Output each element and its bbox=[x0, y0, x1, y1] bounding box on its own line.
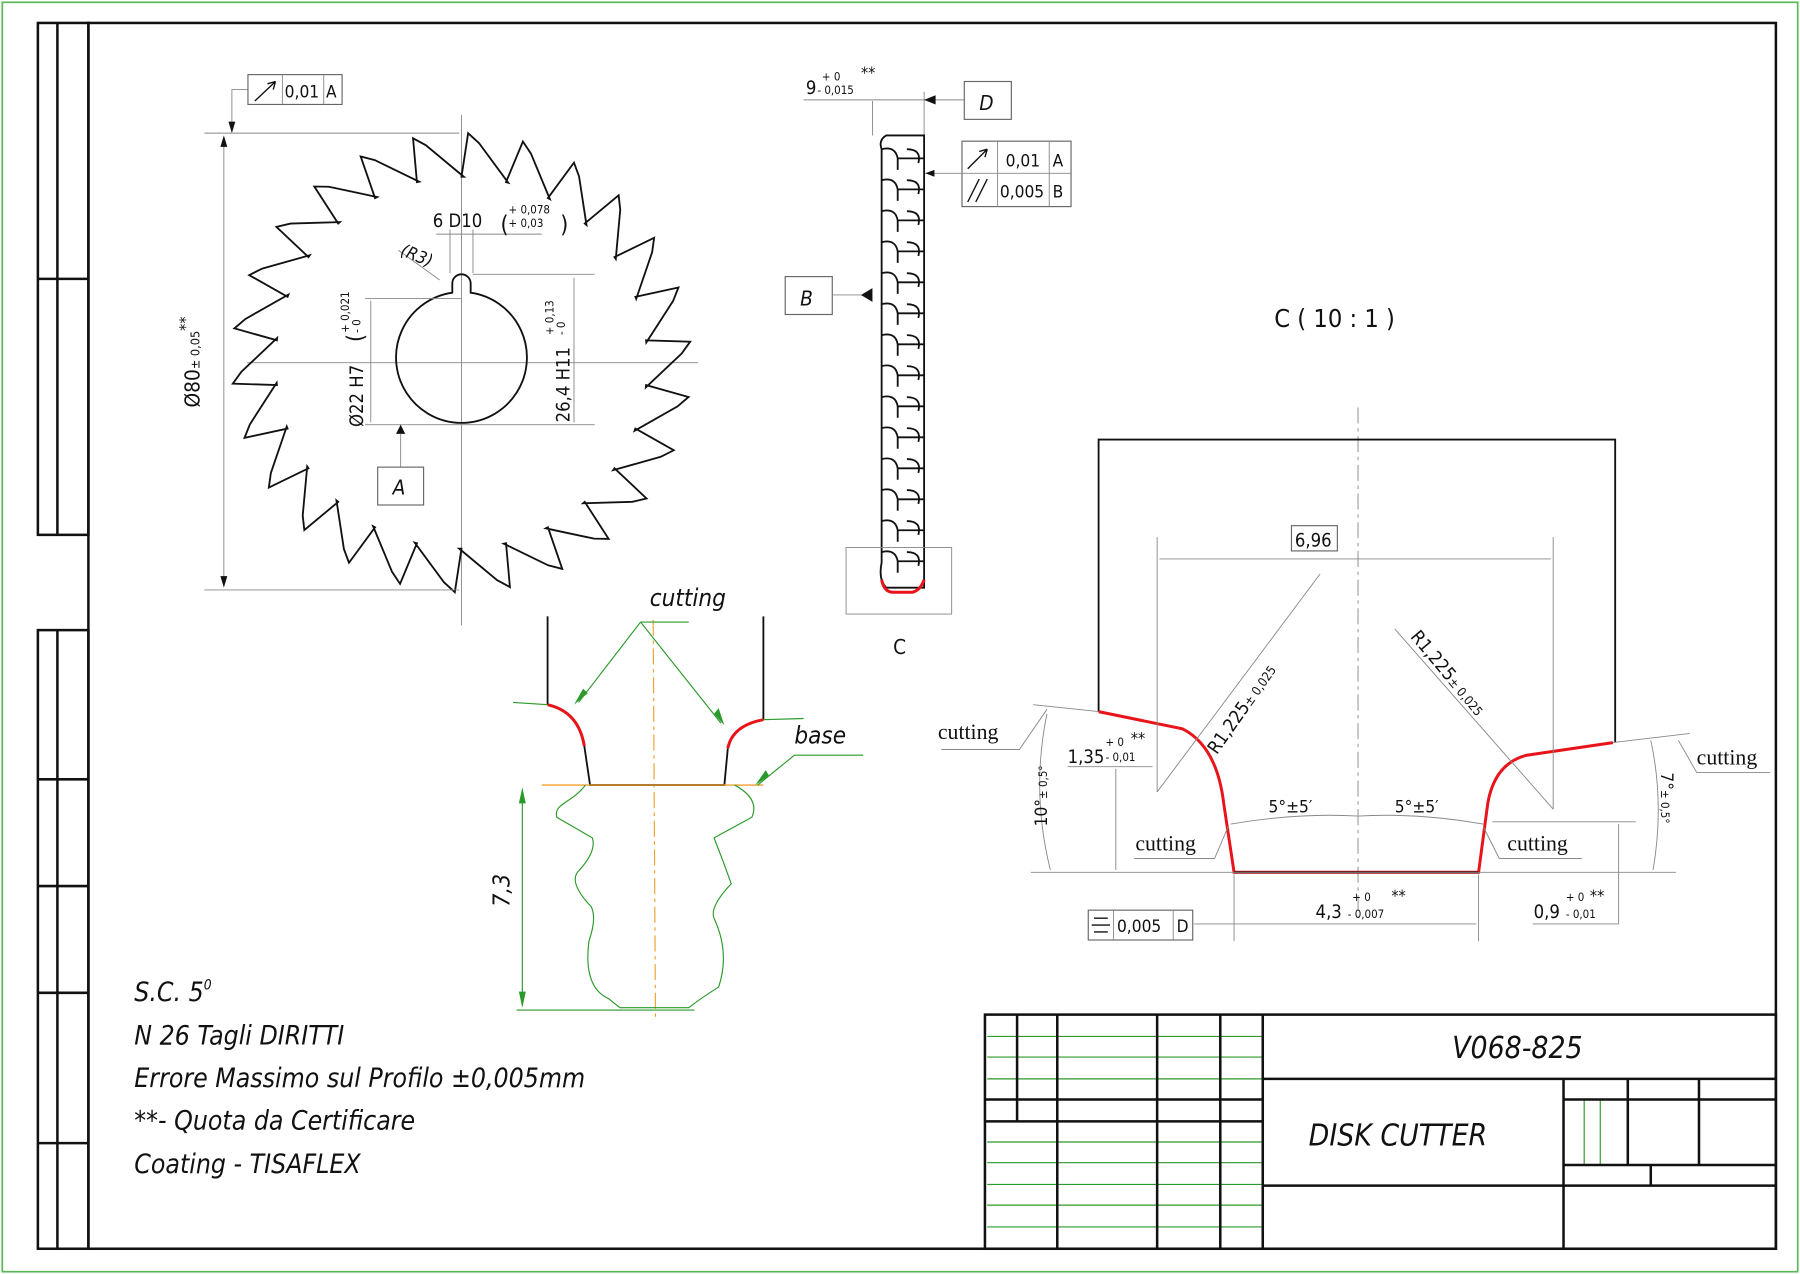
svg-text:+ 0,03: + 0,03 bbox=[509, 216, 544, 230]
svg-text:**: ** bbox=[1391, 886, 1405, 905]
detail-title: C ( 10 : 1 ) bbox=[1274, 304, 1395, 333]
side-view-tooth bbox=[881, 364, 925, 387]
svg-text:Errore Massimo sul Profilo ±0,: Errore Massimo sul Profilo ±0,005mm bbox=[134, 1063, 585, 1094]
side-view-tooth bbox=[881, 178, 925, 201]
datum-a-label: A bbox=[392, 476, 406, 500]
svg-text:7,3: 7,3 bbox=[490, 874, 516, 907]
side-view-tooth bbox=[881, 240, 925, 263]
svg-text:cutting: cutting bbox=[650, 584, 726, 612]
detail-c-label: C bbox=[893, 635, 906, 659]
svg-text:0,01: 0,01 bbox=[1006, 151, 1040, 171]
svg-text:base: base bbox=[794, 722, 846, 750]
side-view-tooth bbox=[881, 395, 925, 418]
svg-text:+ 0,13: + 0,13 bbox=[542, 300, 556, 335]
drawing-title: DISK CUTTER bbox=[1309, 1118, 1488, 1153]
side-view-tooth bbox=[881, 333, 925, 356]
svg-text:cutting: cutting bbox=[1135, 831, 1196, 855]
svg-text:**: ** bbox=[1131, 729, 1145, 748]
runout-tolerance-frame: 0,01 A bbox=[228, 74, 343, 134]
svg-text:): ) bbox=[560, 212, 568, 238]
svg-text:- 0,01: - 0,01 bbox=[1105, 750, 1135, 764]
svg-text:cutting: cutting bbox=[938, 720, 999, 744]
svg-text:B: B bbox=[1053, 182, 1064, 202]
svg-text:- 0: - 0 bbox=[349, 319, 363, 333]
svg-text:+ 0,078: + 0,078 bbox=[509, 202, 550, 216]
svg-text:N 26 Tagli DIRITTI: N 26 Tagli DIRITTI bbox=[134, 1020, 344, 1051]
svg-text:A: A bbox=[1053, 151, 1064, 171]
svg-text:5°±5′: 5°±5′ bbox=[1395, 798, 1439, 818]
gear-outline bbox=[231, 131, 692, 594]
side-view-tooth bbox=[881, 519, 925, 542]
side-view-tooth bbox=[881, 302, 925, 325]
svg-text:- 0: - 0 bbox=[554, 322, 568, 336]
outer-diameter-dimension: Ø80± 0,05** bbox=[176, 316, 205, 407]
profile-sketch: cutting base 7,3 bbox=[490, 584, 864, 1022]
runout-arrow-icon bbox=[967, 148, 988, 170]
svg-text:4,3: 4,3 bbox=[1316, 902, 1342, 923]
svg-text:Coating - TISAFLEX: Coating - TISAFLEX bbox=[134, 1149, 361, 1180]
side-tolerance-frame: 0,01 A 0,005 B bbox=[925, 140, 1072, 208]
svg-text:cutting: cutting bbox=[1697, 745, 1758, 769]
side-view-tooth bbox=[881, 457, 925, 480]
svg-text:R1,225± 0,025: R1,225± 0,025 bbox=[1204, 661, 1281, 758]
svg-text:+ 0: + 0 bbox=[1566, 890, 1585, 904]
svg-text:0,005: 0,005 bbox=[1000, 182, 1044, 202]
side-view-tooth bbox=[881, 209, 925, 232]
symmetry-icon bbox=[1091, 917, 1111, 933]
svg-text:5°±5′: 5°±5′ bbox=[1268, 798, 1312, 818]
svg-text:+ 0,021: + 0,021 bbox=[338, 291, 352, 332]
side-view-tooth bbox=[881, 271, 925, 294]
svg-text:9: 9 bbox=[806, 78, 817, 99]
svg-text:**: ** bbox=[861, 63, 875, 82]
svg-text:0,005: 0,005 bbox=[1117, 917, 1161, 937]
drawing-number: V068-825 bbox=[1452, 1031, 1582, 1066]
side-view: 9 + 0 - 0,015 ** D 0,01 A 0,005 B B C bbox=[784, 63, 1072, 659]
svg-text:**- Quota da Certificare: **- Quota da Certificare bbox=[134, 1105, 415, 1136]
svg-text:0,01: 0,01 bbox=[285, 83, 319, 103]
svg-text:+ 0: + 0 bbox=[1352, 890, 1371, 904]
svg-text:- 0,007: - 0,007 bbox=[1348, 907, 1385, 921]
svg-text:D: D bbox=[1177, 917, 1189, 937]
svg-text:S.C. 50: S.C. 50 bbox=[134, 977, 211, 1008]
svg-text:B: B bbox=[800, 286, 813, 310]
svg-text:(: ( bbox=[343, 334, 369, 342]
side-view-profile-highlight bbox=[880, 579, 926, 594]
svg-text:1,35: 1,35 bbox=[1068, 747, 1105, 768]
side-view-tooth bbox=[881, 550, 925, 573]
svg-text:R1,225± 0,025: R1,225± 0,025 bbox=[1406, 627, 1489, 720]
svg-text:A: A bbox=[326, 83, 337, 103]
svg-text:7°± 0,5°: 7°± 0,5° bbox=[1656, 772, 1676, 823]
side-view-tooth bbox=[881, 147, 925, 170]
side-view-teeth bbox=[879, 134, 926, 594]
svg-text:+ 0: + 0 bbox=[1105, 735, 1124, 749]
svg-text:26,4 H11: 26,4 H11 bbox=[553, 347, 574, 422]
svg-text:0,9: 0,9 bbox=[1534, 902, 1560, 923]
svg-text:D: D bbox=[979, 91, 993, 115]
svg-text:(R3): (R3) bbox=[398, 241, 436, 272]
drawing-frame bbox=[36, 21, 1778, 1251]
title-block: V068-825 DISK CUTTER bbox=[983, 1013, 1778, 1251]
drawing-notes: S.C. 50 N 26 Tagli DIRITTI Errore Massim… bbox=[134, 977, 585, 1180]
bore-with-keyway bbox=[395, 273, 528, 424]
svg-text:Ø22 H7: Ø22 H7 bbox=[347, 365, 368, 427]
side-view-tooth bbox=[881, 426, 925, 449]
svg-text:6,96: 6,96 bbox=[1295, 530, 1332, 551]
svg-text:**: ** bbox=[1590, 886, 1604, 905]
svg-text:- 0,01: - 0,01 bbox=[1566, 907, 1596, 921]
parallelism-icon bbox=[967, 178, 988, 203]
svg-text:10°± 0,5°: 10°± 0,5° bbox=[1032, 765, 1052, 826]
svg-text:- 0,015: - 0,015 bbox=[817, 83, 854, 97]
runout-arrow-icon bbox=[254, 80, 277, 102]
svg-text:(: ( bbox=[501, 212, 509, 238]
side-view-tooth bbox=[881, 488, 925, 511]
detail-view-c: C ( 10 : 1 ) 6,96 R1,225± 0,025 R1,225± … bbox=[938, 304, 1771, 942]
svg-text:+ 0: + 0 bbox=[822, 69, 841, 83]
svg-text:cutting: cutting bbox=[1507, 831, 1568, 855]
front-view: 0,01 A Ø80± 0,05** 6 D10 () + 0,078 + 0,… bbox=[176, 74, 698, 626]
svg-text:6 D10: 6 D10 bbox=[433, 211, 482, 232]
